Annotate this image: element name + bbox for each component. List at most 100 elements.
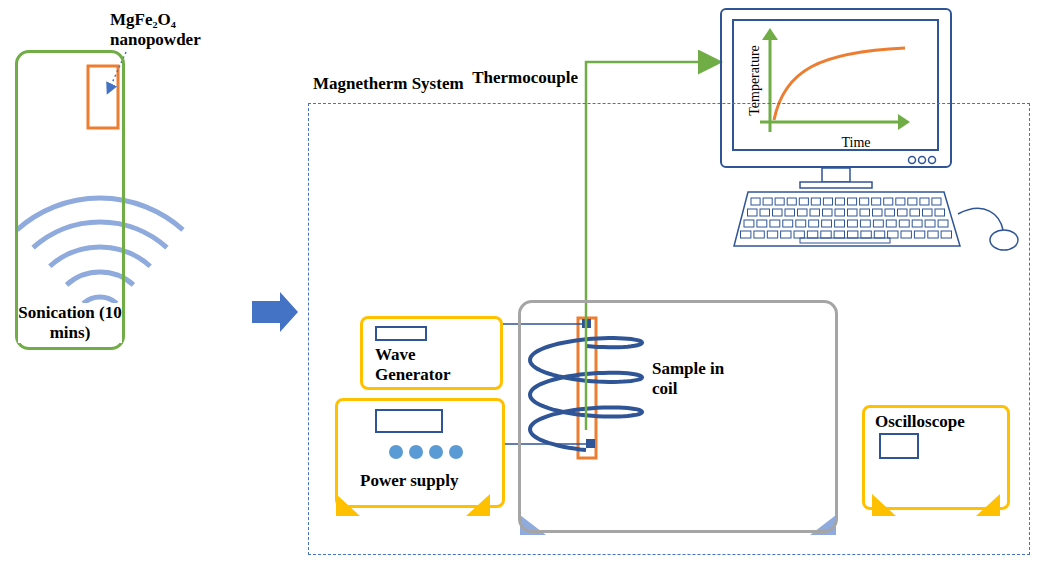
keyboard-keys (741, 198, 952, 243)
equipment-box: Power supply (335, 398, 505, 508)
key (763, 198, 772, 205)
node-label: Sample in coil (652, 359, 742, 399)
key (884, 198, 893, 205)
key (938, 220, 948, 227)
key (848, 231, 858, 238)
key (809, 220, 819, 227)
computer-monitor: TemperatureTime (720, 8, 952, 168)
process-box: Sonication (10 mins) (15, 50, 125, 350)
foot (336, 494, 360, 516)
key (908, 198, 917, 205)
sample-vial (88, 66, 118, 128)
key (775, 198, 784, 205)
key (898, 209, 908, 216)
key (860, 220, 870, 227)
chart-axis (760, 121, 900, 124)
thermocouple-wire (586, 62, 718, 300)
key (798, 209, 808, 216)
equipment-box: Wave Generator (360, 316, 503, 390)
axis-label: Temperature (746, 31, 763, 131)
key (744, 220, 754, 227)
key (860, 209, 870, 216)
key (928, 231, 938, 238)
key (925, 220, 935, 227)
key (848, 220, 858, 227)
key (748, 209, 758, 216)
knob (449, 445, 463, 459)
button (909, 157, 916, 164)
key (741, 231, 751, 238)
key (770, 220, 780, 227)
keyboard (734, 192, 960, 246)
chart-axis (769, 36, 772, 132)
foot (872, 494, 896, 516)
axis-head (898, 114, 910, 130)
node-label: Power supply (360, 471, 490, 491)
key (785, 209, 795, 216)
foot (976, 494, 1000, 516)
wave-arc (50, 247, 150, 266)
key (823, 209, 833, 216)
wave-arc (17, 198, 183, 230)
key (834, 231, 844, 238)
key (914, 231, 924, 238)
coil-chamber: Sample in coil (518, 300, 838, 533)
key (822, 220, 832, 227)
key (896, 198, 905, 205)
monitor-base (800, 182, 872, 188)
key (888, 231, 898, 238)
power-wire (505, 443, 518, 445)
display-panel (376, 327, 426, 340)
screen (733, 20, 938, 150)
process-arrow (252, 292, 298, 332)
node-label: Oscilloscope (875, 412, 1000, 432)
key (932, 198, 941, 205)
key (941, 231, 951, 238)
equipment-box: Oscilloscope (862, 405, 1010, 510)
key (796, 220, 806, 227)
key (794, 231, 804, 238)
key (773, 209, 783, 216)
key (767, 231, 777, 238)
sound-waves (17, 198, 183, 303)
key (886, 220, 896, 227)
key (811, 198, 820, 205)
edge-label: Thermocouple (430, 68, 578, 88)
wave-arc (33, 222, 167, 248)
mouse (990, 230, 1018, 250)
key (800, 238, 890, 243)
key (757, 220, 767, 227)
wire (518, 323, 586, 325)
key (783, 220, 793, 227)
mouse-cable (958, 208, 1003, 230)
temperature-curve (774, 48, 905, 120)
key (899, 220, 909, 227)
coil-terminal (586, 439, 595, 448)
key (848, 209, 858, 216)
key (751, 198, 760, 205)
node-label: Sonication (10 mins) (18, 303, 122, 343)
key (781, 231, 791, 238)
key (760, 209, 770, 216)
node-label: Wave Generator (375, 345, 471, 385)
scope-screen (880, 434, 918, 458)
key (935, 209, 945, 216)
key (860, 198, 869, 205)
key (807, 231, 817, 238)
display-panel (376, 410, 442, 432)
key (835, 198, 844, 205)
material-label: MgFe₂O₄ nanopowder (110, 10, 220, 50)
key (910, 209, 920, 216)
button (929, 157, 936, 164)
axis-head (762, 28, 778, 40)
key (787, 198, 796, 205)
knob (429, 445, 443, 459)
key (873, 209, 883, 216)
key (823, 198, 832, 205)
key (923, 209, 933, 216)
key (872, 198, 881, 205)
key (810, 209, 820, 216)
key (873, 220, 883, 227)
key (835, 220, 845, 227)
